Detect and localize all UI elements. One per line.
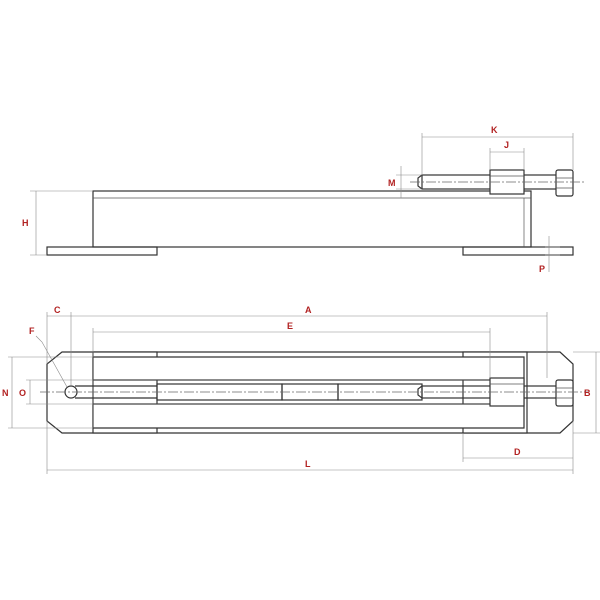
dim-label-j: J [504,140,509,150]
side-view: H M K J P [22,125,585,274]
dim-label-l: L [305,459,311,469]
dim-label-e: E [287,321,293,331]
side-base-plate-left [46,246,158,256]
dim-label-n: N [2,388,9,398]
top-slot-left-end [75,385,157,399]
dim-label-b: B [584,388,591,398]
side-base-plate-right [462,246,574,256]
dim-label-k: K [491,125,498,135]
side-main-body [92,190,532,248]
side-hex-head [555,169,574,197]
dim-label-o: O [19,388,26,398]
dim-f-leader [35,335,68,388]
dim-label-f: F [29,326,35,336]
dim-label-a: A [305,305,312,315]
dim-label-p: P [539,264,545,274]
top-hex-head [555,379,574,407]
dim-label-c: C [54,305,61,315]
top-base-plate [46,351,574,434]
dim-label-m: M [388,178,396,188]
dim-label-h: H [22,218,29,228]
top-view: A C E F N O B D [2,305,600,474]
top-main-body [92,356,525,429]
dim-label-d: D [514,447,521,457]
